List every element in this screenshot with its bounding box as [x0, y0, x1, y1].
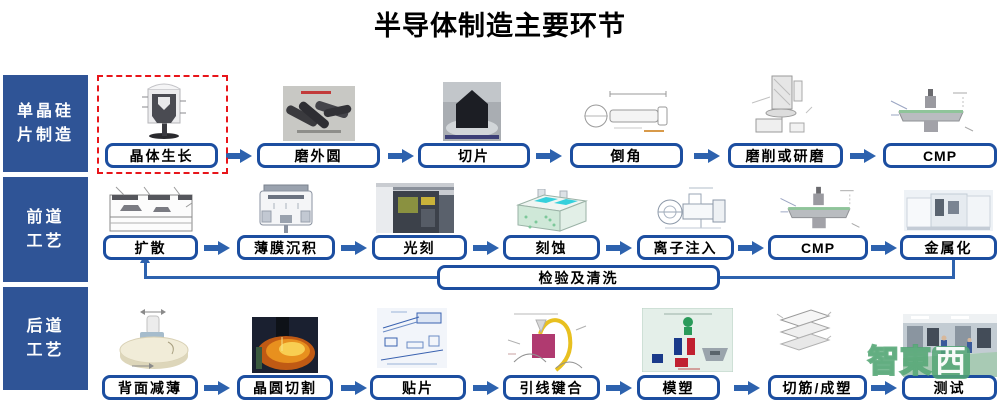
- loop-line-right-vertical: [952, 260, 955, 279]
- cmp-polisher-diagram-image: [780, 186, 860, 229]
- sidebar-label-line: 工艺: [26, 341, 65, 359]
- step-ion-implantation[interactable]: 离子注入: [637, 235, 734, 260]
- flow-arrow-icon: [536, 149, 562, 163]
- silicon-ingots-image: [283, 86, 355, 141]
- step-metallization[interactable]: 金属化: [900, 235, 997, 260]
- flow-arrow-icon: [606, 241, 632, 255]
- loop-line-left-horizontal: [144, 276, 438, 279]
- wire-bonding-diagram-image: [507, 313, 587, 372]
- trim-form-exploded-image: [776, 309, 832, 351]
- molding-process-diagram-image: [642, 308, 733, 372]
- sidebar-label-line: 前道: [26, 208, 65, 226]
- sidebar-item-wafer-manufacturing: 单晶硅 片制造: [3, 75, 88, 172]
- step-outer-grinding[interactable]: 磨外圆: [257, 143, 380, 168]
- flow-arrow-icon: [734, 381, 760, 395]
- flow-arrow-icon: [388, 149, 414, 163]
- flow-arrow-icon: [473, 241, 499, 255]
- ion-implanter-drawing-image: [657, 187, 726, 229]
- step-etching[interactable]: 刻蚀: [503, 235, 600, 260]
- crystal-growth-image: [142, 83, 186, 139]
- sidebar-item-back-end: 后道 工艺: [3, 287, 88, 390]
- loop-line-left-vertical: [144, 262, 147, 278]
- flow-arrow-icon: [204, 241, 230, 255]
- wafer-dicing-image: [252, 317, 318, 373]
- flow-arrow-icon: [738, 241, 764, 255]
- metallization-equipment-image: [904, 190, 993, 231]
- flow-arrow-icon: [226, 149, 252, 163]
- sidebar-label-line: 单晶硅: [16, 102, 74, 120]
- sidebar-label-line: 工艺: [26, 232, 65, 250]
- step-slicing[interactable]: 切片: [418, 143, 530, 168]
- step-thin-film-deposition[interactable]: 薄膜沉积: [237, 235, 335, 260]
- watermark-logo-box: 西: [932, 345, 970, 379]
- step-testing[interactable]: 测试: [902, 375, 997, 400]
- page-title: 半导体制造主要环节: [374, 11, 626, 41]
- backside-grinding-image: [119, 309, 189, 369]
- sidebar-label-line: 片制造: [16, 126, 74, 144]
- step-wire-bonding[interactable]: 引线键合: [503, 375, 600, 400]
- step-trim-form[interactable]: 切筋/成塑: [768, 375, 867, 400]
- step-backside-thinning[interactable]: 背面减薄: [102, 375, 198, 400]
- step-die-attach[interactable]: 贴片: [370, 375, 466, 400]
- step-wafer-dicing[interactable]: 晶圆切割: [237, 375, 333, 400]
- flow-arrow-icon: [871, 241, 897, 255]
- sidebar-label-line: 后道: [26, 317, 65, 335]
- flow-arrow-icon: [871, 381, 897, 395]
- cmp-polisher-diagram-image: [890, 89, 974, 132]
- step-crystal-growth[interactable]: 晶体生长: [105, 143, 218, 168]
- step-inspection-cleaning[interactable]: 检验及清洗: [437, 265, 720, 290]
- flow-arrow-icon: [204, 381, 230, 395]
- flow-arrow-icon: [850, 149, 876, 163]
- flow-arrow-icon: [694, 149, 720, 163]
- deposition-chamber-image: [259, 184, 313, 233]
- highlight-crystal-growth-dashed-box: [97, 75, 228, 174]
- watermark-text: 智東: [867, 343, 932, 380]
- etching-3d-diagram-image: [516, 189, 588, 232]
- diffusion-cross-section-image: [109, 186, 193, 232]
- flow-arrow-icon: [473, 381, 499, 395]
- die-attach-drawing-image: [377, 308, 447, 368]
- sidebar-item-front-end: 前道 工艺: [3, 177, 88, 282]
- step-molding[interactable]: 模塑: [637, 375, 720, 400]
- lapping-machine-drawing-image: [751, 75, 813, 133]
- lithography-machine-image: [376, 183, 454, 233]
- loop-line-right-horizontal: [719, 276, 955, 279]
- step-cmp-row2[interactable]: CMP: [768, 235, 868, 260]
- flow-arrow-icon: [341, 381, 367, 395]
- step-cmp-row1[interactable]: CMP: [883, 143, 997, 168]
- edge-chamfer-drawing-image: [584, 91, 668, 132]
- step-lithography[interactable]: 光刻: [372, 235, 467, 260]
- watermark: 智東西: [867, 336, 970, 381]
- flow-arrow-icon: [341, 241, 367, 255]
- ingot-slicing-image: [443, 82, 501, 141]
- step-diffusion[interactable]: 扩散: [103, 235, 198, 260]
- flow-arrow-icon: [606, 381, 632, 395]
- step-chamfering[interactable]: 倒角: [570, 143, 683, 168]
- step-lapping[interactable]: 磨削或研磨: [728, 143, 843, 168]
